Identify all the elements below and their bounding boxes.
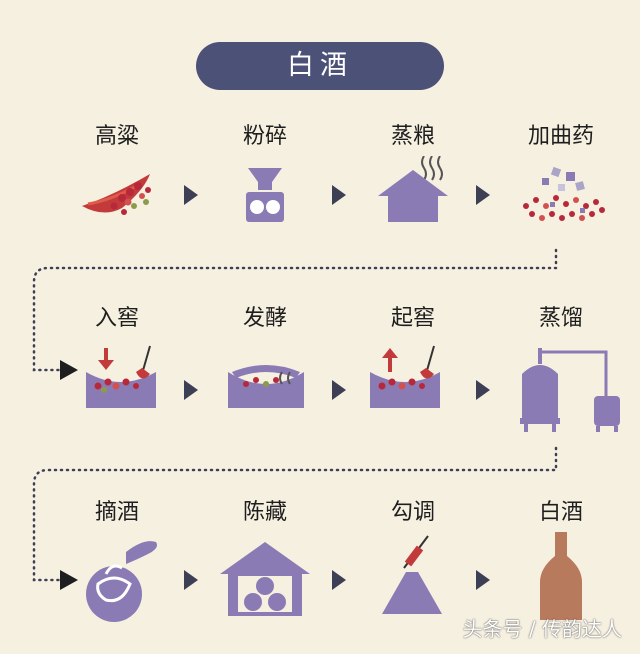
step-label: 白酒 [538, 500, 583, 525]
flow-arrow [184, 185, 198, 205]
row-connector-1 [32, 248, 558, 380]
flow-arrow [184, 570, 198, 590]
flow-arrow [476, 570, 490, 590]
cellar-in-icon [52, 338, 182, 428]
flow-arrow [332, 570, 346, 590]
step-label: 发酵 [242, 306, 287, 331]
row-connector-2 [32, 446, 558, 590]
step-label: 入窖 [94, 306, 139, 331]
yeast-mix-icon [496, 156, 626, 246]
storage-barrels-icon [200, 538, 330, 638]
flow-arrow [332, 380, 346, 400]
flow-arrow [184, 380, 198, 400]
step-label: 粉碎 [242, 124, 287, 149]
flow-arrow [476, 380, 490, 400]
cellar-out-icon [348, 338, 478, 428]
step-label: 摘酒 [94, 500, 139, 525]
steam-house-icon [348, 156, 478, 246]
step-label: 蒸粮 [390, 124, 435, 149]
crusher-icon [200, 156, 330, 246]
flow-arrow [332, 185, 346, 205]
step-label: 高粱 [94, 124, 139, 149]
step-label: 起窖 [390, 306, 435, 331]
flow-arrow [476, 185, 490, 205]
ferment-pit-icon [200, 338, 330, 428]
sorghum-icon [52, 156, 182, 246]
title-badge: 白酒 [196, 42, 444, 90]
step-label: 蒸馏 [538, 306, 583, 331]
step-label: 加曲药 [527, 124, 594, 149]
bottle-icon [496, 528, 626, 638]
watermark: 头条号 / 传韵达人 [462, 617, 622, 641]
step-label: 勾调 [390, 500, 435, 525]
pour-pot-icon [52, 534, 182, 634]
step-label: 陈藏 [242, 500, 287, 525]
syringe-funnel-icon [348, 534, 478, 634]
still-icon [496, 344, 626, 444]
